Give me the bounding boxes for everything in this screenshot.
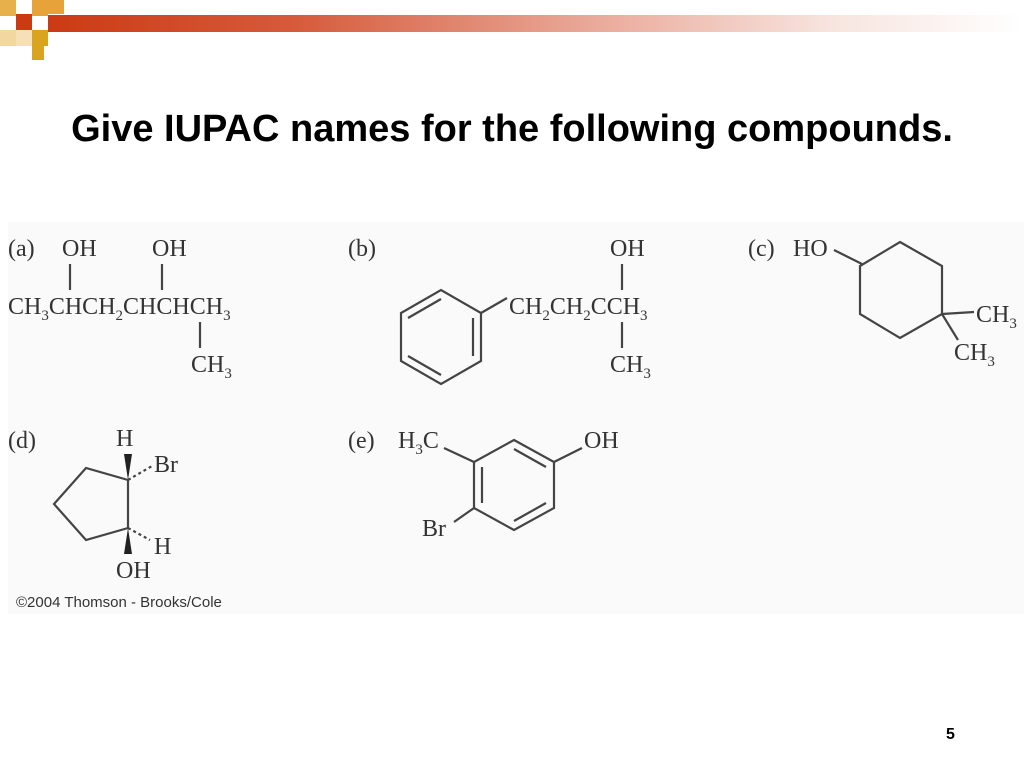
banner-square-8 [16, 30, 32, 46]
compound-e-methyl: H3C [398, 428, 439, 458]
compound-a: (a) OH OH CH3CHCH2CHCHCH3 CH3 [8, 236, 232, 382]
compound-b-methyl: CH3 [610, 352, 651, 382]
slide-title: Give IUPAC names for the following compo… [71, 108, 953, 150]
compound-d: (d) H Br H OH [8, 426, 178, 584]
banner-square-3 [32, 0, 48, 16]
compound-e: (e) H3C OH Br [348, 428, 619, 542]
compound-e-br: Br [422, 516, 446, 542]
banner-square-6 [48, 0, 64, 14]
header-banner [0, 0, 1024, 60]
compound-c-bond-methyl1 [941, 310, 975, 316]
compound-d-oh: OH [116, 558, 151, 584]
banner-square-5 [32, 30, 48, 46]
compound-d-br: Br [154, 452, 178, 478]
compound-a-oh1: OH [62, 236, 97, 262]
compound-b-bond-ring [480, 297, 508, 314]
banner-square-1 [0, 0, 16, 16]
compound-b-oh: OH [610, 236, 645, 262]
banner-gradient-bar [48, 15, 1024, 32]
compound-e-oh: OH [584, 428, 619, 454]
compound-d-hash-br [127, 465, 153, 481]
compound-d-wedge-bottom [124, 528, 132, 554]
compound-b-inner-bond-2 [407, 355, 442, 376]
compound-b-benzene-ring [399, 288, 483, 386]
compound-c-bond-methyl2 [941, 313, 959, 341]
compound-c-ho: HO [793, 236, 828, 262]
compound-e-bond-methyl [443, 447, 475, 463]
compound-b: (b) OH CH2CH2CCH3 CH3 [348, 236, 651, 386]
compound-d-cyclopentane [52, 466, 130, 542]
copyright-text: ©2004 Thomson - Brooks/Cole [16, 594, 222, 611]
compound-a-label: (a) [8, 236, 35, 262]
compound-c: (c) HO CH3 CH3 [748, 236, 1017, 370]
compounds-figure: (a) OH OH CH3CHCH2CHCHCH3 CH3 (b) OH CH2… [8, 222, 1024, 614]
banner-square-2 [16, 14, 32, 30]
compound-d-h-bottom: H [154, 534, 171, 560]
compound-e-inner-bond-2 [513, 502, 547, 522]
compound-c-methyl1: CH3 [976, 302, 1017, 332]
compound-b-chain: CH2CH2CCH3 [509, 294, 648, 324]
compound-b-label: (b) [348, 236, 376, 262]
compound-e-bond-br [453, 507, 475, 523]
compound-d-label: (d) [8, 428, 36, 454]
compound-a-chain: CH3CHCH2CHCHCH3 [8, 294, 231, 324]
compound-a-methyl: CH3 [191, 352, 232, 382]
compound-e-bond-oh [553, 447, 583, 463]
compound-b-inner-bond-3 [407, 298, 442, 319]
compound-d-h-top: H [116, 426, 133, 452]
compound-c-methyl2: CH3 [954, 340, 995, 370]
compound-c-bond-oh [833, 249, 863, 265]
compound-e-benzene-ring [472, 438, 556, 532]
compound-a-oh2: OH [152, 236, 187, 262]
compound-c-label: (c) [748, 236, 775, 262]
compound-c-ring [858, 240, 944, 340]
slide-number: 5 [946, 726, 955, 743]
banner-square-7 [32, 46, 44, 60]
compound-d-wedge-top [124, 454, 132, 480]
compounds-svg: (a) OH OH CH3CHCH2CHCHCH3 CH3 (b) OH CH2… [8, 236, 1017, 584]
compound-e-inner-bond-1 [513, 448, 547, 468]
compound-d-hash-h [127, 527, 151, 541]
compound-e-label: (e) [348, 428, 375, 454]
banner-square-4 [0, 30, 16, 46]
